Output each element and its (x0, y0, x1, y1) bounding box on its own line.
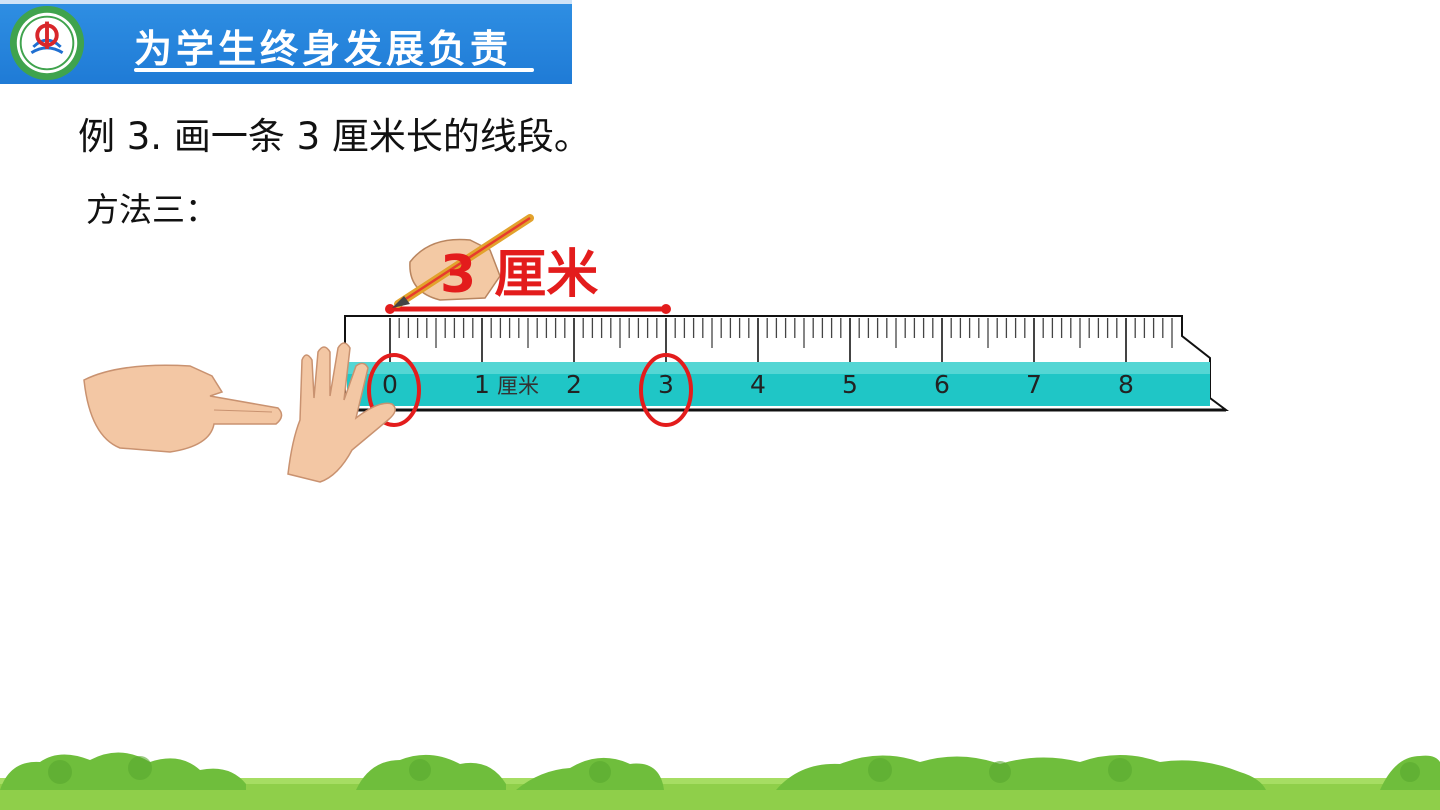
banner-top-strip (0, 0, 572, 4)
motto-text: 为学生终身发展负责 (134, 27, 513, 71)
drawn-segment (385, 304, 671, 314)
ruler-unit-label: 厘米 (497, 374, 539, 398)
ruler-number-7: 7 (1026, 370, 1042, 399)
ruler-number-6: 6 (934, 370, 950, 399)
circle-mark-3 (639, 353, 693, 427)
ruler-number-8: 8 (1118, 370, 1134, 399)
school-emblem-icon (9, 5, 85, 81)
pencil-hand-icon (392, 214, 534, 308)
ruler-number-5: 5 (842, 370, 858, 399)
segment-length-label: 3 厘米 (440, 245, 598, 305)
header-banner: 为学生终身发展负责 (0, 0, 572, 84)
ruler-number-4: 4 (750, 370, 766, 399)
example-title: 例 3. 画一条 3 厘米长的线段。 (78, 115, 591, 158)
ruler-number-1: 1 (474, 370, 490, 399)
method-label: 方法三： (86, 190, 218, 229)
ruler-number-2: 2 (566, 370, 582, 399)
ruler: 0 1 2 3 4 5 6 7 8 厘米 (344, 315, 1229, 412)
pointing-hand-icon (83, 364, 283, 453)
holding-hand-icon (287, 342, 396, 483)
circle-mark-0 (367, 353, 421, 427)
ruler-number-3: 3 (658, 370, 674, 399)
motto-underline (134, 68, 534, 72)
ruler-number-0: 0 (382, 370, 398, 399)
ruler-numbers: 0 1 2 3 4 5 6 7 8 (382, 370, 1134, 399)
ruler-ticks (389, 318, 1173, 362)
